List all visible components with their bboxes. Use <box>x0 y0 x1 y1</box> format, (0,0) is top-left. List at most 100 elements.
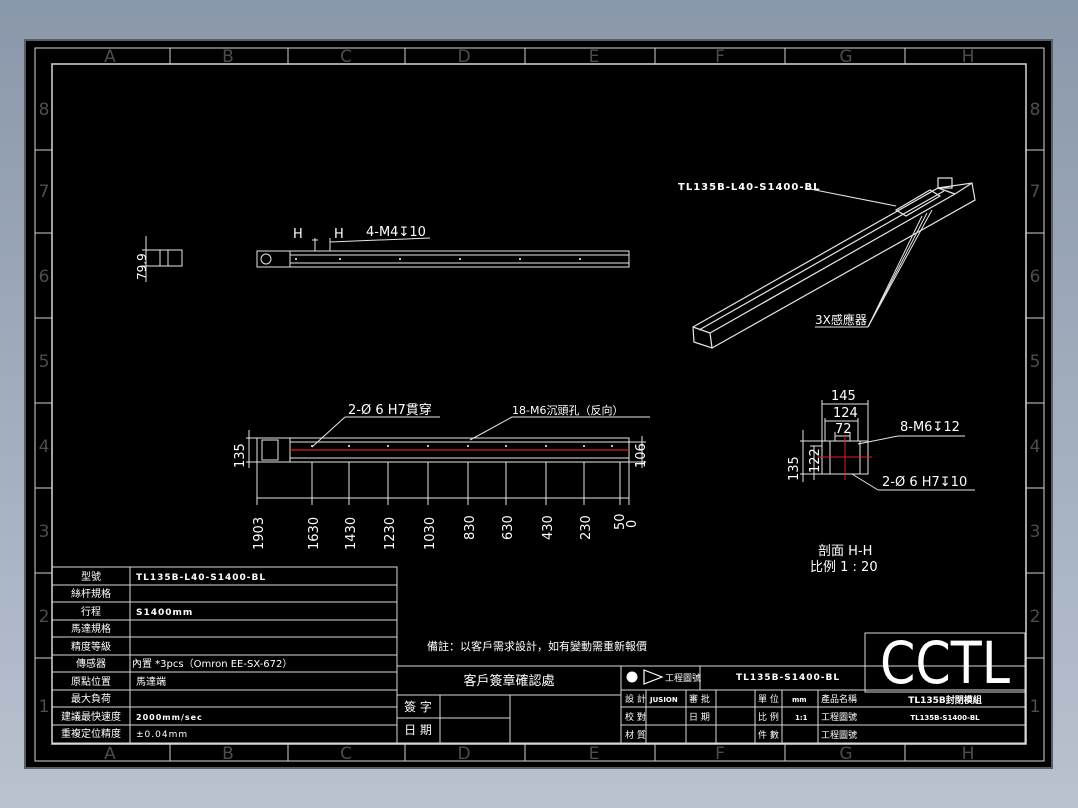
front-callout-holes: 2-Ø 6 H7貫穿 <box>348 402 432 418</box>
tb-drawing-label-3: 工程圖號 <box>821 729 857 741</box>
spec-label: 原點位置 <box>71 675 111 688</box>
tb-unit: mm <box>792 696 807 704</box>
tb-unit-label: 單 位 <box>758 693 779 705</box>
row-label-left: 6 <box>39 267 50 287</box>
section-callout-pin: 2-Ø 6 H7↧10 <box>882 475 967 490</box>
spec-label: 建議最快速度 <box>61 710 121 723</box>
row-label-right: 1 <box>1030 697 1041 717</box>
spec-value: ±0.04mm <box>136 730 188 740</box>
col-label-bottom: B <box>222 744 234 764</box>
ordinate-dim: 1230 <box>383 517 398 550</box>
col-label-bottom: E <box>589 744 600 764</box>
tb-material-label: 材 質 <box>625 729 646 741</box>
ordinate-dim-lines <box>256 462 630 505</box>
row-label-right: 7 <box>1030 182 1041 202</box>
customer-block-title: 客戶簽章確認處 <box>463 673 554 689</box>
tb-date-label: 日 期 <box>689 712 710 723</box>
ordinate-dim: 50 <box>613 513 628 530</box>
customer-date-label: 日 期 <box>404 723 432 737</box>
row-label-left: 2 <box>39 607 50 627</box>
tb-scale: 1:1 <box>795 714 808 722</box>
col-label-top: B <box>222 47 234 67</box>
spec-value: 馬達端 <box>136 675 166 688</box>
col-label-top: F <box>715 47 725 67</box>
col-label-top: C <box>340 47 352 67</box>
col-label-top: D <box>457 47 470 67</box>
row-label-left: 7 <box>39 182 50 202</box>
ordinate-dim: 1430 <box>344 517 359 550</box>
title-block-grid <box>620 632 1026 744</box>
section-dim-145: 145 <box>831 389 856 404</box>
spec-label: 傳感器 <box>76 657 106 670</box>
row-label-left: 8 <box>39 100 50 120</box>
spec-value: S1400mm <box>136 608 193 618</box>
ordinate-dim: 430 <box>541 515 556 540</box>
drawing-note: 備註：以客戶需求設計，如有變動需重新報價 <box>427 639 647 653</box>
spec-label: 行程 <box>81 605 101 618</box>
spec-table-grid <box>51 566 398 744</box>
ordinate-dim: 630 <box>501 515 516 540</box>
spec-value: TL135B-L40-S1400-BL <box>136 573 266 583</box>
ordinate-dim: 830 <box>463 515 478 540</box>
tb-drawing-no: TL135B-S1400-BL <box>736 673 840 683</box>
section-mark-left: H <box>293 227 303 242</box>
isometric-view <box>692 177 976 349</box>
iso-leaders <box>804 187 933 328</box>
outer-frame <box>34 47 1045 762</box>
col-label-bottom: F <box>715 744 725 764</box>
section-title: 剖面 H-H <box>818 544 872 559</box>
ordinate-dims: 1903 1630 1430 1230 1030 830 630 430 230… <box>252 513 640 550</box>
col-label-bottom: H <box>962 744 975 764</box>
spec-value: 2000mm/sec <box>136 713 203 722</box>
row-label-left: 5 <box>39 352 50 372</box>
tb-approve-label: 審 批 <box>689 693 710 705</box>
row-label-right: 5 <box>1030 352 1041 372</box>
col-label-bottom: G <box>839 744 852 764</box>
ordinate-dim: 1030 <box>423 517 438 550</box>
front-height-dim: 135 <box>233 443 248 468</box>
front-view-holes <box>311 445 613 447</box>
tb-product-code: TL135B-S1400-BL <box>910 714 980 722</box>
section-dim-72: 72 <box>835 422 852 437</box>
projection-symbol-icon <box>626 671 638 683</box>
spec-label: 重複定位精度 <box>61 727 121 740</box>
col-label-top: E <box>589 47 600 67</box>
section-callout-tap: 8-M6↧12 <box>900 420 960 435</box>
inner-frame <box>51 63 1027 745</box>
end-view-height-dim: 79.9 <box>135 253 149 280</box>
ordinate-dim: 230 <box>579 515 594 540</box>
row-label-left: 4 <box>39 437 50 457</box>
front-right-dim: 106 <box>634 443 649 468</box>
tb-design-label: 設 計 <box>625 693 646 705</box>
row-label-left: 1 <box>39 697 50 717</box>
col-label-top: G <box>839 47 852 67</box>
top-view-callout: 4-M4↧10 <box>366 225 426 240</box>
section-mark-right: H <box>334 227 344 242</box>
end-view <box>142 236 183 282</box>
tb-product-name: TL135B封閉模組 <box>908 694 982 706</box>
tb-drawing-no-label: 工程圖號 <box>665 672 701 684</box>
ordinate-dim: 1903 <box>252 517 267 550</box>
tb-check-label: 校 對 <box>625 711 646 723</box>
col-label-top: H <box>962 47 975 67</box>
row-label-right: 8 <box>1030 100 1041 120</box>
ordinate-dim: 1630 <box>307 517 322 550</box>
row-label-right: 3 <box>1030 522 1041 542</box>
row-label-right: 6 <box>1030 267 1041 287</box>
spec-label: 絲杆規格 <box>71 587 111 600</box>
spec-value: 內置 *3pcs（Omron EE-SX-672） <box>132 658 292 670</box>
customer-sign-label: 簽 字 <box>404 699 432 714</box>
section-scale: 比例 1 : 20 <box>810 560 878 575</box>
top-view <box>256 237 630 268</box>
tb-drawing-label-2: 工程圖號 <box>821 711 857 723</box>
title-block-cells: 設 計 JUSION 審 批 單 位 mm 產品名稱 校 對 日 期 比 例 1… <box>625 693 857 741</box>
spec-labels: 型號 絲杆規格 行程 馬達規格 精度等級 傳感器 原點位置 最大負荷 建議最快速… <box>61 570 121 740</box>
section-dim-124: 124 <box>833 406 858 421</box>
front-view-leaders <box>311 416 650 448</box>
spec-label: 馬達規格 <box>71 622 111 635</box>
col-label-top: A <box>104 47 116 67</box>
company-logo: CCTL <box>880 629 1010 697</box>
tb-scale-label: 比 例 <box>758 711 779 723</box>
row-label-right: 4 <box>1030 437 1041 457</box>
tb-product-label: 產品名稱 <box>821 693 857 705</box>
